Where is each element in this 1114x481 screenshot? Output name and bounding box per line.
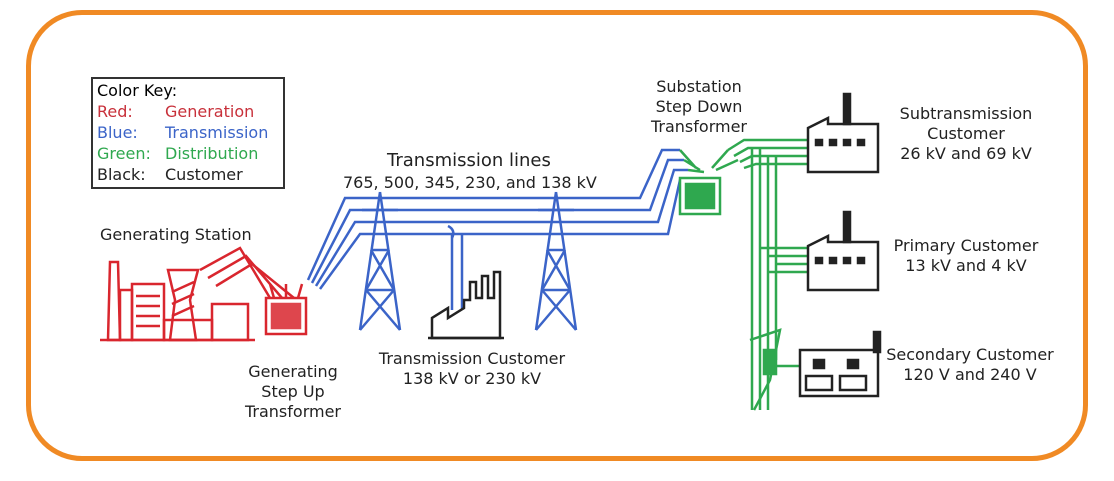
step-up-line-3: Transformer: [244, 402, 341, 421]
color-key-title: Color Key:: [97, 81, 178, 100]
transmission-lines-label: Transmission lines: [387, 150, 551, 171]
generating-station-icon: [100, 246, 295, 342]
step-up-transformer-icon: [264, 283, 308, 336]
subtransmission-line-1: Subtransmission: [899, 104, 1033, 123]
primary-customer-label: Primary Customer 13 kV and 4 kV: [890, 236, 1042, 276]
subtransmission-line-2: Customer: [927, 124, 1005, 143]
transmission-voltages-label: 765, 500, 345, 230, and 138 kV: [343, 173, 597, 192]
step-up-line-1: Generating: [248, 362, 338, 381]
primary-line-2: 13 kV and 4 kV: [905, 256, 1027, 275]
key-row-transmission: Blue: Transmission: [97, 122, 279, 143]
key-value: Transmission: [165, 123, 269, 142]
substation-line-2: Step Down: [655, 97, 743, 116]
secondary-line-1: Secondary Customer: [886, 345, 1054, 364]
transmission-tower-2-icon: [534, 191, 578, 331]
generating-station-label: Generating Station: [100, 225, 252, 244]
transmission-customer-label: Transmission Customer 138 kV or 230 kV: [366, 349, 578, 389]
primary-customer-factory-icon: [806, 210, 880, 292]
transmission-tower-1-icon: [358, 191, 402, 331]
subtransmission-line-3: 26 kV and 69 kV: [900, 144, 1032, 163]
key-value: Distribution: [165, 144, 259, 163]
key-row-customer: Black: Customer: [97, 164, 279, 185]
subtransmission-customer-label: Subtransmission Customer 26 kV and 69 kV: [890, 104, 1042, 164]
key-row-generation: Red: Generation: [97, 101, 279, 122]
key-row-distribution: Green: Distribution: [97, 143, 279, 164]
step-up-transformer-label: Generating Step Up Transformer: [238, 362, 348, 422]
key-value: Customer: [165, 165, 243, 184]
step-up-line-2: Step Up: [261, 382, 325, 401]
secondary-customer-house-icon: [798, 330, 882, 398]
key-label: Black:: [97, 165, 146, 184]
distribution-lines: [727, 138, 808, 411]
key-value: Generation: [165, 102, 255, 121]
transmission-customer-factory-icon: [428, 270, 504, 340]
transmission-customer-line-2: 138 kV or 230 kV: [402, 369, 542, 388]
transmission-customer-line-1: Transmission Customer: [378, 349, 566, 368]
substation-label: Substation Step Down Transformer: [640, 77, 758, 137]
key-label: Green:: [97, 144, 151, 163]
secondary-line-2: 120 V and 240 V: [903, 365, 1037, 384]
substation-transformer-icon: [678, 149, 739, 216]
substation-line-1: Substation: [656, 77, 742, 96]
key-label: Blue:: [97, 123, 138, 142]
primary-line-1: Primary Customer: [893, 236, 1039, 255]
substation-line-3: Transformer: [650, 117, 747, 136]
key-label: Red:: [97, 102, 133, 121]
secondary-customer-label: Secondary Customer 120 V and 240 V: [884, 345, 1056, 385]
subtransmission-customer-factory-icon: [806, 92, 880, 174]
color-key: Color Key: Red: Generation Blue: Transmi…: [91, 77, 285, 189]
